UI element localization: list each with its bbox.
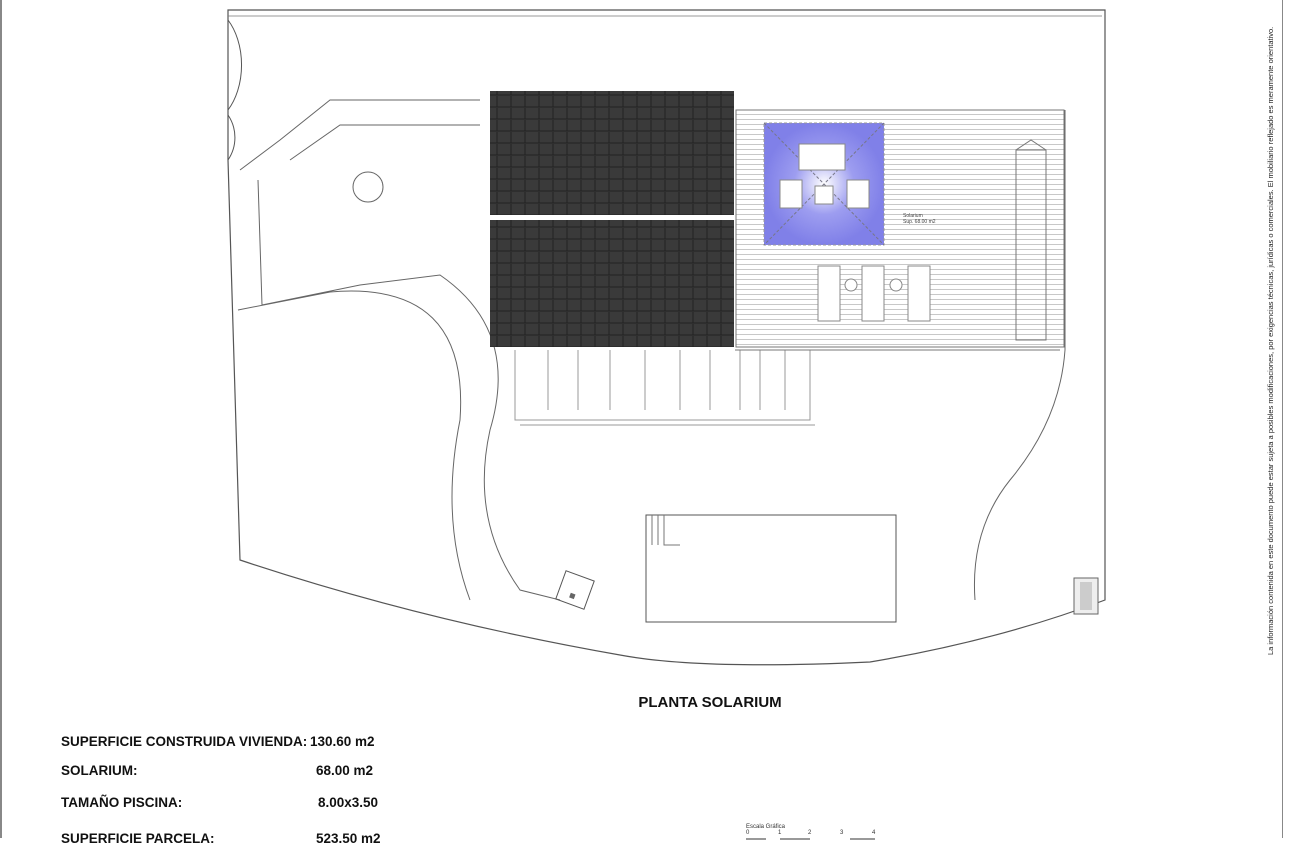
tree: [352, 171, 384, 203]
side-table: [844, 278, 858, 292]
room-name: Solarium: [903, 213, 923, 219]
scale-tick: 4: [872, 830, 876, 836]
scale-tick: 3: [840, 830, 844, 836]
lounge-furniture: [779, 143, 870, 209]
disclaimer: La información contenida en este documen…: [1266, 26, 1275, 655]
summary-row: TAMAÑO PISCINA: 8.00x3.50: [61, 795, 378, 810]
scale-tick: 1: [778, 830, 782, 836]
gate-small: [227, 114, 236, 161]
stairs-arrow: [1015, 139, 1047, 151]
summary-value: 523.50 m2: [316, 831, 381, 846]
summary-value: 130.60 m2: [310, 734, 375, 749]
pool: [645, 514, 897, 623]
gate: [227, 19, 243, 111]
stairs: [1015, 149, 1047, 341]
sun-lounger: [907, 265, 931, 322]
summary-value: 8.00x3.50: [318, 795, 379, 810]
summary-value: 68.00 m2: [316, 763, 374, 778]
summary-label: SOLARIUM:: [61, 763, 138, 778]
armchair: [779, 179, 803, 209]
summary-label: TAMAÑO PISCINA:: [61, 795, 183, 810]
armchair: [846, 179, 870, 209]
side-table: [889, 278, 903, 292]
coffee-table: [814, 185, 834, 205]
scale-ticks: 0 1 2 3 4: [746, 830, 886, 838]
scale-tick: 2: [808, 830, 812, 836]
summary-row: SUPERFICIE PARCELA: 523.50 m2: [61, 831, 381, 846]
pergola: [514, 350, 815, 426]
sun-loungers: [817, 265, 931, 322]
lounge-diagonals: [763, 122, 885, 246]
scale-tick: 0: [746, 830, 750, 836]
roof-tiles-lower: [490, 220, 734, 347]
roof-tiles-upper: [490, 91, 734, 215]
plot-boundary: [227, 9, 1106, 666]
plan-title: PLANTA SOLARIUM: [638, 694, 782, 711]
room-label: Solarium Sup. 68.00 m2: [903, 213, 936, 225]
room-area: Sup. 68.00 m2: [903, 219, 936, 225]
sun-lounger: [817, 265, 841, 322]
summary-label: SUPERFICIE CONSTRUIDA VIVIENDA:: [61, 734, 308, 749]
equipment-box-sign: [1080, 582, 1092, 610]
shed: [555, 570, 595, 610]
garden-path: [237, 99, 561, 601]
summary-row: SUPERFICIE CONSTRUIDA VIVIENDA:130.60 m2: [61, 734, 375, 749]
pool-steps: [651, 515, 680, 546]
sofa: [798, 143, 846, 171]
summary-label: SUPERFICIE PARCELA:: [61, 831, 215, 846]
summary-row: SOLARIUM: 68.00 m2: [61, 763, 373, 778]
graphic-scale: Escala Gráfica 0 1 2 3 4: [746, 824, 886, 838]
sun-lounger: [861, 265, 885, 322]
scale-label: Escala Gráfica: [746, 824, 786, 830]
